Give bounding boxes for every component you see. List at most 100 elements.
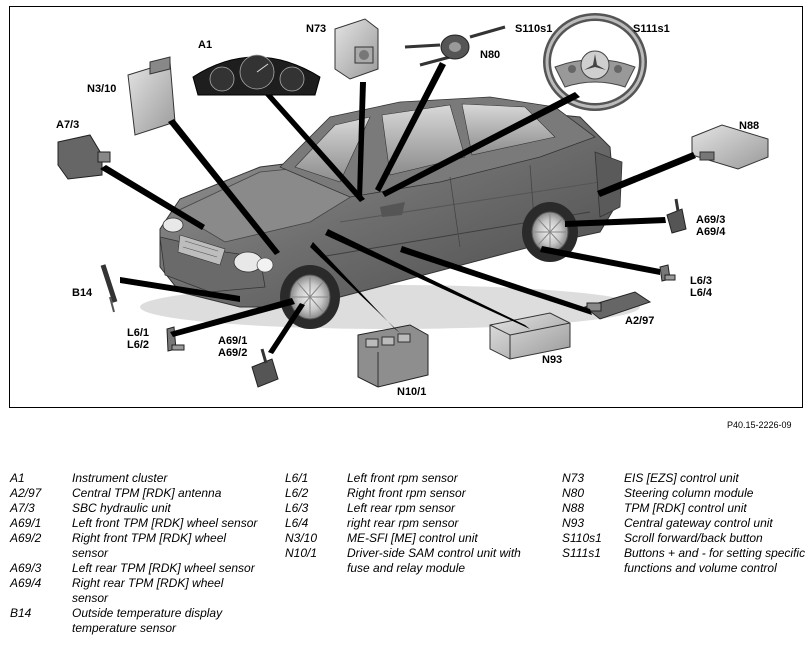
legend-item: N10/1 Driver-side SAM control unit with f…: [285, 546, 545, 576]
label-l6-2: L6/2: [127, 339, 150, 351]
instrument-cluster-drawing: [192, 54, 321, 96]
steering-wheel-drawing: [543, 13, 647, 111]
legend-item: A7/3 SBC hydraulic unit: [10, 501, 260, 516]
legend-code: A69/4: [10, 576, 42, 590]
legend-item: A69/4 Right rear TPM [RDK] wheel sensor: [10, 576, 260, 606]
legend-item: S111s1 Buttons + and - for setting specif…: [562, 546, 807, 576]
legend-code: A2/97: [10, 486, 42, 500]
legend-item: L6/2 Right front rpm sensor: [285, 486, 545, 501]
central-gateway-drawing: [489, 312, 571, 360]
rear-tpm-wheel-sensor-drawing: [666, 198, 687, 234]
legend-desc: Central TPM [RDK] antenna: [72, 486, 222, 500]
legend-column-1: A1 Instrument cluster A2/97 Central TPM [R…: [10, 471, 260, 636]
legend-item: B14 Outside temperature display temperatu…: [10, 606, 260, 636]
legend-item: N80 Steering column module: [562, 486, 807, 501]
diagram-graphics: [57, 13, 769, 388]
legend-code: N80: [562, 486, 585, 500]
legend-desc: Driver-side SAM control unit with fuse a…: [347, 546, 521, 575]
legend-code: N10/1: [285, 546, 318, 560]
eis-control-unit-drawing: [334, 18, 379, 80]
front-tpm-wheel-sensor-drawing: [251, 348, 279, 388]
legend-code: S111s1: [562, 546, 601, 560]
leader-lines: [100, 62, 696, 354]
rear-wheel: [522, 202, 578, 262]
legend-desc: Right rear TPM [RDK] wheel sensor: [72, 576, 224, 605]
figure-reference-number: P40.15-2226-09: [727, 420, 792, 430]
legend-desc: Right front rpm sensor: [347, 486, 466, 500]
label-a7-3: A7/3: [56, 119, 80, 131]
legend-code: A1: [10, 471, 25, 485]
legend-desc: Instrument cluster: [72, 471, 168, 485]
legend-code: L6/3: [285, 501, 309, 515]
legend-item: N88 TPM [RDK] control unit: [562, 501, 807, 516]
legend-code: N93: [562, 516, 585, 530]
legend-code: A7/3: [10, 501, 35, 515]
rear-rpm-sensor-drawing: [659, 264, 676, 282]
sbc-hydraulic-unit-drawing: [57, 134, 111, 180]
label-n73: N73: [306, 23, 327, 35]
label-s111s1: S111s1: [633, 23, 670, 35]
legend-desc: Scroll forward/back button: [624, 531, 763, 545]
legend-desc: Left rear TPM [RDK] wheel sensor: [72, 561, 255, 575]
legend-item: A1 Instrument cluster: [10, 471, 260, 486]
tpm-control-unit-drawing: [691, 124, 769, 170]
legend-code: L6/4: [285, 516, 309, 530]
label-s110s1: S110s1: [515, 23, 553, 35]
outside-temp-sensor-drawing: [100, 264, 118, 313]
legend-desc: EIS [EZS] control unit: [624, 471, 739, 485]
label-a69-2: A69/2: [218, 347, 248, 359]
legend-code: L6/2: [285, 486, 309, 500]
label-a69-4: A69/4: [696, 226, 726, 238]
legend-column-2: L6/1 Left front rpm sensor L6/2 Right fron…: [285, 471, 545, 576]
label-n88: N88: [739, 120, 760, 132]
legend-code: A69/3: [10, 561, 42, 575]
legend-code: B14: [10, 606, 32, 620]
legend-item: A2/97 Central TPM [RDK] antenna: [10, 486, 260, 501]
legend-item: L6/4 right rear rpm sensor: [285, 516, 545, 531]
label-n10-1: N10/1: [397, 386, 427, 398]
label-a69-3: A69/3: [696, 214, 726, 226]
legend-item: N3/10 ME-SFI [ME] control unit: [285, 531, 545, 546]
label-n93: N93: [542, 354, 563, 366]
component-location-diagram: A1 N73 N80 S110s1 S111s1 N3/10 A7/3 N88 …: [9, 6, 803, 408]
label-a1: A1: [198, 39, 213, 51]
legend-desc: TPM [RDK] control unit: [624, 501, 747, 515]
legend-code: N3/10: [285, 531, 318, 545]
legend-item: S110s1 Scroll forward/back button: [562, 531, 807, 546]
legend-desc: Steering column module: [624, 486, 754, 500]
legend-desc: Central gateway control unit: [624, 516, 773, 530]
legend-desc: Left front rpm sensor: [347, 471, 458, 485]
label-n80: N80: [480, 49, 501, 61]
label-l6-1: L6/1: [127, 327, 150, 339]
legend-desc: right rear rpm sensor: [347, 516, 459, 530]
sam-control-unit-drawing: [357, 324, 429, 388]
legend-item: N93 Central gateway control unit: [562, 516, 807, 531]
legend-code: A69/1: [10, 516, 42, 530]
legend-desc: Left rear rpm sensor: [347, 501, 456, 515]
legend-desc: Right front TPM [RDK] wheel sensor: [72, 531, 227, 560]
label-n3-10: N3/10: [87, 83, 117, 95]
legend-item: L6/3 Left rear rpm sensor: [285, 501, 545, 516]
label-a2-97: A2/97: [625, 315, 655, 327]
steering-column-module-drawing: [404, 25, 506, 67]
legend-desc: Buttons + and - for setting specific fun…: [624, 546, 806, 575]
front-wheel: [280, 265, 340, 329]
label-l6-4: L6/4: [690, 287, 713, 299]
legend-item: L6/1 Left front rpm sensor: [285, 471, 545, 486]
label-a69-1: A69/1: [218, 335, 248, 347]
legend-desc: ME-SFI [ME] control unit: [347, 531, 478, 545]
legend-code: L6/1: [285, 471, 309, 485]
tpm-antenna-drawing: [583, 291, 652, 320]
legend-code: S110s1: [562, 531, 602, 545]
legend-item: A69/3 Left rear TPM [RDK] wheel sensor: [10, 561, 260, 576]
legend-code: N88: [562, 501, 585, 515]
me-sfi-control-unit-drawing: [127, 56, 176, 136]
label-l6-3: L6/3: [690, 275, 713, 287]
legend-desc: SBC hydraulic unit: [72, 501, 171, 515]
legend-desc: Outside temperature display temperature …: [72, 606, 223, 635]
label-b14: B14: [72, 287, 93, 299]
